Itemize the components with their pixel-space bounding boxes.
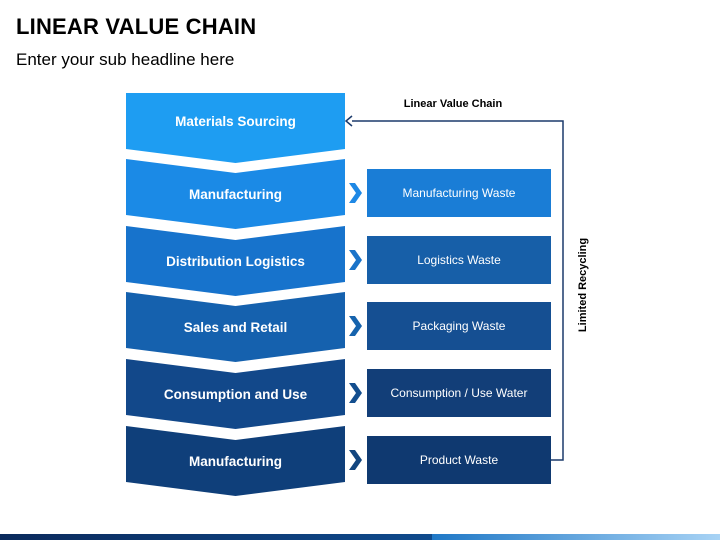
- stage-label: Distribution Logistics: [166, 254, 305, 269]
- waste-box: [367, 369, 551, 417]
- stage-label: Manufacturing: [189, 454, 282, 469]
- waste-box: [367, 436, 551, 484]
- recycling-connector: [352, 120, 564, 461]
- page-title: LINEAR VALUE CHAIN: [16, 14, 257, 39]
- recycling-label: Limited Recycling: [577, 238, 589, 332]
- page-subtitle: Enter your sub headline here: [16, 50, 235, 69]
- waste-label: Packaging Waste: [413, 319, 506, 333]
- chain-label: Linear Value Chain: [404, 98, 503, 110]
- stage-chevron: [126, 159, 345, 229]
- waste-box: [367, 236, 551, 284]
- stage-chevron: [126, 226, 345, 296]
- stage-label: Sales and Retail: [184, 320, 288, 335]
- stage-chevron: [126, 359, 345, 429]
- stage-label: Materials Sourcing: [175, 114, 296, 129]
- waste-label: Logistics Waste: [417, 253, 501, 267]
- waste-label: Consumption / Use Water: [391, 386, 528, 400]
- flow-arrow: [349, 383, 362, 403]
- waste-label: Manufacturing Waste: [403, 186, 516, 200]
- bottom-accent-bar: [0, 534, 720, 540]
- flow-arrow: [349, 316, 362, 336]
- flow-arrow: [349, 250, 362, 270]
- stage-chevron: [126, 292, 345, 362]
- waste-box: [367, 169, 551, 217]
- recycling-arrowhead: [344, 115, 353, 127]
- flow-arrow: [349, 183, 362, 203]
- stage-chevron: [126, 93, 345, 163]
- waste-label: Product Waste: [420, 453, 499, 467]
- flow-arrow: [349, 450, 362, 470]
- waste-box: [367, 302, 551, 350]
- stage-chevron: [126, 426, 345, 496]
- stage-label: Manufacturing: [189, 187, 282, 202]
- stage-label: Consumption and Use: [164, 387, 308, 402]
